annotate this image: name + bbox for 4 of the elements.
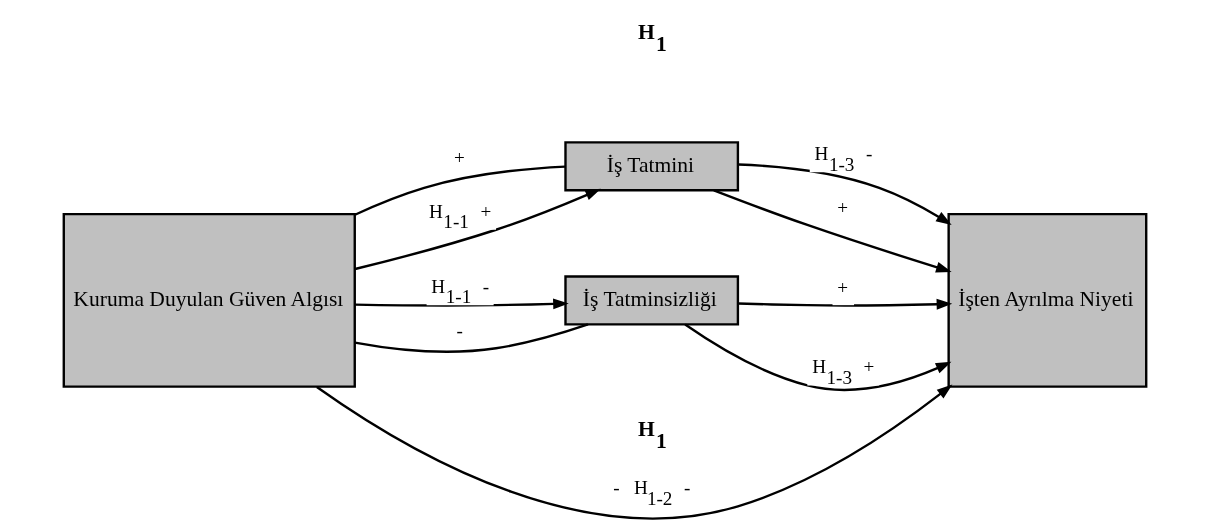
edge-label: +	[837, 277, 849, 299]
edge-label: +	[454, 146, 465, 168]
edge-label: +	[837, 196, 849, 218]
edge-label: -	[456, 320, 463, 342]
